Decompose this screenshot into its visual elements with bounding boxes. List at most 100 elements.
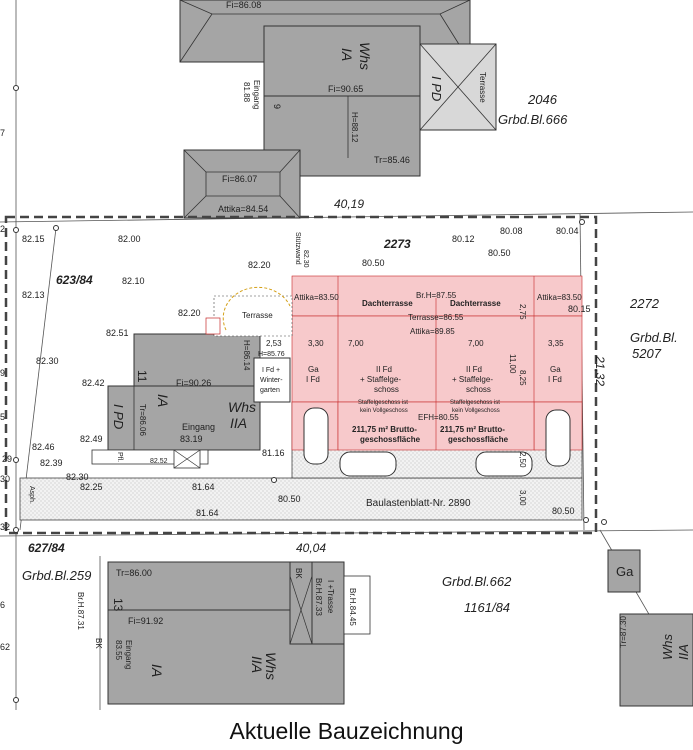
label-br3-bottom: Br.H.84.45: [348, 588, 357, 626]
elev-7: 82.42: [82, 378, 105, 388]
label-fi-bottom: Fi=91.92: [128, 616, 163, 626]
dim-top-width: 40,19: [334, 197, 364, 211]
elev-22: 80.50: [552, 506, 575, 516]
parcel-bottom-left: 627/84: [28, 541, 65, 555]
house2-note2: kein Vollgeschoss: [452, 408, 500, 414]
label-iia-bottom: IIA: [249, 656, 265, 673]
car-1: [303, 407, 329, 465]
cars: [303, 407, 571, 477]
overall-dimensions: 40,19 40,04 21,32 7,00 3,30 7,00 3,35 2,…: [266, 197, 607, 555]
brh: Br.H=87.55: [416, 291, 457, 300]
area2-b: geschossfläche: [448, 435, 509, 444]
label-ipd-left: I PD: [111, 404, 126, 429]
label-tr-bottom-right: Tr=87.30: [619, 616, 628, 648]
baulast-label: Baulastenblatt-Nr. 2890: [366, 498, 471, 509]
label-bk2-bottom: BK: [294, 568, 303, 579]
elev-3: 82.13: [22, 290, 45, 300]
parcel-right-number: 2272: [629, 296, 660, 311]
elev-1: 82.15: [22, 234, 45, 244]
label-fi-top: Fi=86.08: [226, 0, 261, 10]
stuetzwand-label: Stützwand: [294, 232, 301, 265]
label-ga-bottom-right: Ga: [616, 564, 634, 579]
label-eingang-bottom: Eingang: [124, 640, 133, 669]
elev-red-2: 82.20: [178, 308, 201, 318]
building-top: [179, 0, 497, 219]
elev-19: 80.04: [556, 226, 579, 236]
parcel-top-right-grbd: Grbd.Bl.666: [498, 112, 568, 127]
label-house-9: 9: [272, 104, 282, 109]
elev-6: 82.51: [106, 328, 129, 338]
area2-a: 211,75 m² Brutto-: [440, 425, 505, 434]
parcel-main: 2273: [383, 237, 411, 251]
label-whs-left: Whs: [228, 399, 256, 415]
label-tr-left: Tr=86.06: [138, 404, 147, 436]
house1-line2: + Staffelge-: [360, 375, 401, 384]
label-asph: Asph.: [28, 486, 35, 504]
building-bottom: [107, 561, 371, 705]
area1-a: 211,75 m² Brutto-: [352, 425, 417, 434]
building-top-labels: Fi=86.08 Whs IA Fi=90.65 Eingang 81.88 9…: [218, 0, 487, 214]
proposed-building: [291, 275, 583, 451]
label-house-13: 13: [111, 598, 125, 612]
building-left: [91, 286, 293, 469]
label-tr-top: Tr=85.46: [374, 155, 410, 165]
label-ia-bottom: IA: [149, 664, 165, 677]
label-eingang-left: Eingang: [182, 422, 215, 432]
house1-note1: Staffelgeschoss ist: [358, 400, 408, 406]
elev-red-4: 80.50: [278, 494, 301, 504]
area1-b: geschossfläche: [360, 435, 421, 444]
label-tr-bottom: Tr=86.00: [116, 568, 152, 578]
car-2: [339, 451, 397, 477]
fd-left: I Fd: [306, 375, 320, 384]
parcel-bottom-right-grbd: Grbd.Bl.662: [442, 574, 512, 589]
dim-1100: 11,00: [508, 354, 517, 374]
terrasse-level: Terrasse=86.55: [408, 313, 464, 322]
parcel-top-right-number: 2046: [527, 92, 558, 107]
label-bk-bottom: BK: [94, 638, 103, 649]
edge-label-8: 6: [0, 600, 5, 610]
elev-20: 80.15: [568, 304, 591, 314]
label-fd2: Winter-: [260, 377, 283, 384]
label-pfl: Pfl.: [116, 452, 123, 462]
elev-red-1: 82.20: [248, 260, 271, 270]
dim-330: 3,30: [308, 339, 324, 348]
label-whs-bottom: Whs: [263, 652, 279, 680]
dim-335: 3,35: [548, 339, 564, 348]
edge-label-4: 5: [0, 412, 5, 422]
elev-10: 82.39: [40, 458, 63, 468]
house2-note1: Staffelgeschoss ist: [450, 400, 500, 406]
elev-12: 82.25: [80, 482, 103, 492]
label-eingang-top: Eingang: [252, 80, 261, 109]
site-boundary: [4, 215, 598, 535]
label-br2-bottom: Br.H.87.33: [314, 578, 323, 616]
elev-9: 82.46: [32, 442, 55, 452]
building-left-labels: 11 Fi=90.26 I PD Tr=86.06 IA Whs IIA Ein…: [28, 311, 285, 504]
attika-left: Attika=83.50: [294, 293, 339, 302]
label-whs-bottom-right: Whs: [660, 634, 675, 661]
elev-11: 82.30: [66, 472, 89, 482]
label-iia-left: IIA: [230, 415, 247, 431]
dim-253: 2,53: [266, 339, 282, 348]
driveway-strip: [19, 477, 583, 521]
house1-line3: schoss: [374, 385, 399, 394]
elev-red-3: 80.50: [488, 248, 511, 258]
elev-16: 81.16: [262, 448, 285, 458]
dim-250: 2,50: [518, 452, 527, 468]
car-3: [475, 451, 533, 477]
elev-17: 80.12: [452, 234, 475, 244]
parcel-labels: 2273 623/84 627/84 Grbd.Bl.259 2046 Grbd…: [22, 92, 678, 615]
house2-line3: schoss: [466, 385, 491, 394]
house1-line1: II Fd: [376, 365, 392, 374]
elev-4: 82.10: [122, 276, 145, 286]
edge-labels: 7 2 9 5 29 30 32 6 62: [0, 128, 12, 652]
parcel-bottom-right-number: 1161/84: [464, 600, 510, 615]
edge-label-6: 30: [0, 474, 10, 484]
car-4: [545, 409, 571, 467]
dim-275: 2,75: [518, 304, 527, 320]
label-fd3: garten: [260, 387, 280, 394]
parcel-bottom-left-grbd: Grbd.Bl.259: [22, 568, 91, 583]
dim-bottom-width: 40,04: [296, 541, 326, 555]
dim-300: 3,00: [518, 490, 527, 506]
label-attika-top: Attika=84.54: [218, 204, 268, 214]
label-ipd-top: I PD: [429, 76, 444, 101]
